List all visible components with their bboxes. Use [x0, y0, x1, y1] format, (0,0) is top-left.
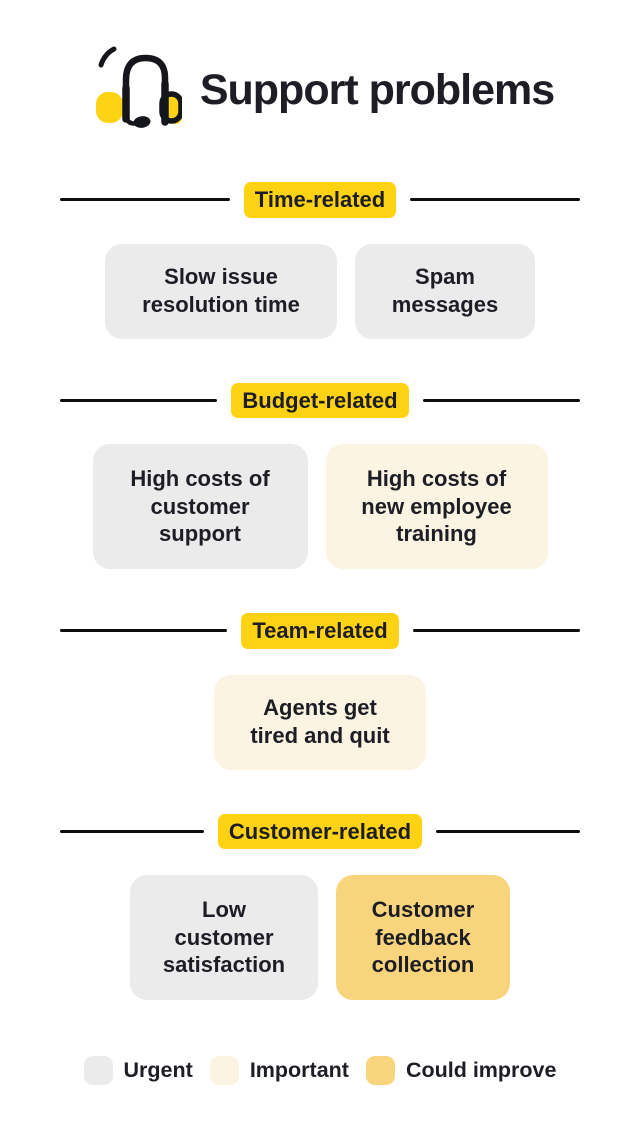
card-label: High costs of customer support [130, 465, 270, 547]
card-high-costs-of-customer-support: High costs of customer support [92, 444, 308, 569]
section-label: Time-related [243, 182, 397, 218]
legend-item-urgent: Urgent [83, 1056, 193, 1085]
section-header: Time-related [60, 182, 581, 218]
headset-icon [95, 46, 182, 128]
divider-line [412, 629, 580, 633]
card-row: Slow issue resolution time Spam messages [0, 243, 640, 339]
legend-swatch-important [209, 1056, 239, 1085]
divider-line [60, 398, 218, 402]
section-label: Budget-related [231, 382, 409, 418]
legend-label: Urgent [123, 1058, 193, 1082]
card-high-costs-of-new-employee-training: High costs of new employee training [325, 444, 548, 569]
section-label: Customer-related [217, 813, 423, 849]
card-customer-feedback-collection: Customer feedback collection [336, 875, 510, 1000]
card-agents-get-tired-and-quit: Agents get tired and quit [214, 674, 426, 770]
card-row: High costs of customer support High cost… [0, 444, 640, 569]
divider-line [60, 829, 204, 833]
card-label: Slow issue resolution time [142, 264, 300, 317]
legend: Urgent Important Could improve [0, 1056, 640, 1085]
section-budget-related: Budget-related High costs of customer su… [0, 382, 640, 569]
section-team-related: Team-related Agents get tired and quit [0, 613, 640, 770]
section-header: Team-related [60, 613, 580, 649]
legend-item-could-improve: Could improve [365, 1056, 557, 1085]
card-spam-messages: Spam messages [355, 243, 535, 339]
card-row: Low customer satisfaction Customer feedb… [0, 875, 640, 1000]
divider-line [436, 829, 580, 833]
card-label: Customer feedback collection [371, 896, 475, 978]
section-header: Budget-related [60, 382, 580, 418]
card-label: Agents get tired and quit [250, 695, 390, 748]
legend-item-important: Important [209, 1056, 349, 1085]
divider-line [60, 629, 228, 633]
legend-swatch-could-improve [365, 1056, 395, 1085]
legend-swatch-urgent [83, 1056, 113, 1085]
section-customer-related: Customer-related Low customer satisfacti… [0, 813, 640, 1000]
divider-line [422, 398, 580, 402]
divider-line [410, 198, 581, 202]
card-label: Low customer satisfaction [162, 896, 286, 978]
legend-label: Could improve [405, 1058, 557, 1082]
divider-line [60, 198, 230, 202]
section-time-related: Time-related Slow issue resolution time … [0, 182, 640, 339]
section-header: Customer-related [60, 813, 580, 849]
header: Support problems [0, 0, 640, 138]
card-label: Spam messages [391, 264, 499, 317]
card-row: Agents get tired and quit [0, 674, 640, 770]
section-label: Team-related [241, 613, 399, 649]
page-title: Support problems [199, 65, 555, 114]
card-label: High costs of new employee training [361, 465, 512, 547]
card-low-customer-satisfaction: Low customer satisfaction [130, 875, 318, 1000]
legend-label: Important [249, 1058, 349, 1082]
card-slow-issue-resolution-time: Slow issue resolution time [105, 243, 337, 339]
